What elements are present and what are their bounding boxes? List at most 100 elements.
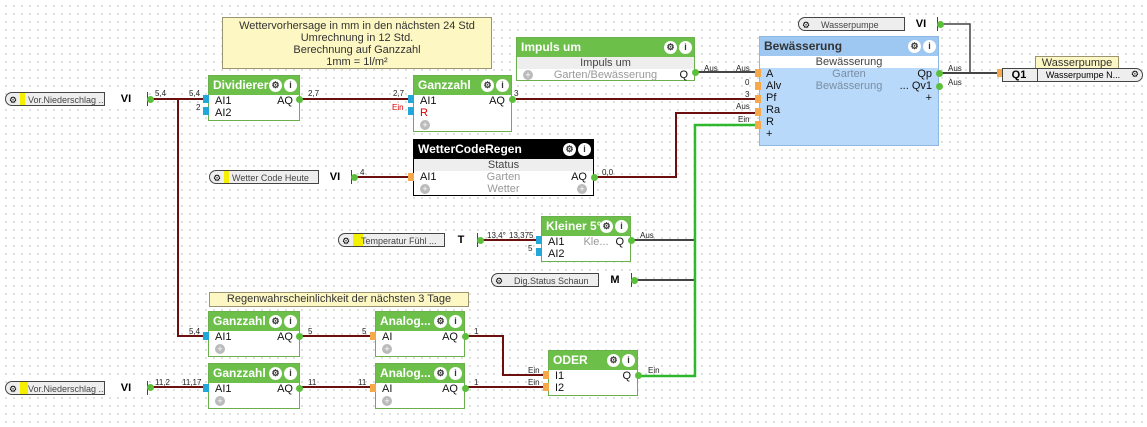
gear-icon[interactable]: ⚙ bbox=[600, 220, 613, 233]
gear-icon[interactable]: ⚙ bbox=[434, 367, 447, 380]
gear-icon[interactable]: ⚙ bbox=[269, 79, 282, 92]
input-pin[interactable] bbox=[755, 121, 761, 129]
output-pin[interactable] bbox=[351, 174, 358, 181]
info-icon[interactable]: i bbox=[578, 143, 591, 156]
gear-icon[interactable]: ⚙ bbox=[495, 276, 504, 286]
input-wettercode[interactable]: ⚙ Wetter Code Heute VI bbox=[209, 170, 352, 184]
gear-icon[interactable]: ⚙ bbox=[664, 41, 677, 54]
output-pin[interactable] bbox=[635, 372, 642, 379]
output-pin[interactable] bbox=[591, 174, 598, 181]
output-tag: Wasserpumpe bbox=[1035, 56, 1119, 69]
add-input-icon[interactable]: + bbox=[420, 184, 430, 194]
block-impuls-um[interactable]: Impuls um⚙i Impuls um +Garten/Bewässerun… bbox=[516, 37, 695, 81]
output-pin[interactable] bbox=[628, 237, 635, 244]
input-pin[interactable] bbox=[203, 107, 209, 115]
input-pin[interactable] bbox=[408, 107, 414, 115]
add-input-icon[interactable]: + bbox=[766, 128, 773, 140]
info-icon[interactable]: i bbox=[449, 367, 462, 380]
input-pin[interactable] bbox=[755, 95, 761, 103]
gear-icon[interactable]: ⚙ bbox=[269, 367, 282, 380]
gear-icon[interactable]: ⚙ bbox=[802, 20, 811, 30]
input-pin[interactable] bbox=[543, 383, 549, 391]
input-pin[interactable] bbox=[543, 371, 549, 379]
info-icon[interactable]: i bbox=[284, 79, 297, 92]
output-pin[interactable] bbox=[462, 385, 469, 392]
input-temperatur[interactable]: ⚙ Temperatur Fühl ... T bbox=[338, 233, 478, 247]
input-pin[interactable] bbox=[536, 236, 542, 244]
add-input-icon[interactable]: + bbox=[382, 396, 392, 406]
wire-value: 11 bbox=[358, 378, 367, 387]
output-pin[interactable] bbox=[936, 83, 943, 90]
gear-icon[interactable]: ⚙ bbox=[1130, 69, 1139, 79]
input-pin[interactable] bbox=[203, 384, 209, 392]
input-pin[interactable] bbox=[536, 248, 542, 256]
input-pin[interactable] bbox=[203, 95, 209, 103]
wire-value: Aus bbox=[736, 64, 750, 73]
gear-icon[interactable]: ⚙ bbox=[908, 40, 921, 53]
add-input-icon[interactable]: + bbox=[420, 120, 430, 130]
add-output-icon[interactable]: + bbox=[925, 92, 932, 104]
output-pin[interactable] bbox=[462, 333, 469, 340]
gear-icon[interactable]: ⚙ bbox=[269, 315, 282, 328]
info-icon[interactable]: i bbox=[679, 41, 692, 54]
output-pin[interactable] bbox=[936, 70, 943, 77]
info-icon[interactable]: i bbox=[622, 354, 635, 367]
gear-icon[interactable]: ⚙ bbox=[563, 143, 576, 156]
gear-icon[interactable]: ⚙ bbox=[9, 384, 18, 394]
input-niederschlag-2[interactable]: ⚙ Vor.Niederschlag ... VI bbox=[5, 381, 148, 395]
output-pin[interactable] bbox=[509, 96, 516, 103]
input-pin[interactable] bbox=[408, 173, 414, 181]
output-pin[interactable] bbox=[147, 96, 154, 103]
info-icon[interactable]: i bbox=[923, 40, 936, 53]
add-input-icon[interactable]: + bbox=[382, 344, 392, 354]
gear-icon[interactable]: ⚙ bbox=[481, 79, 494, 92]
output-pin[interactable] bbox=[296, 96, 303, 103]
gear-icon[interactable]: ⚙ bbox=[434, 315, 447, 328]
info-icon[interactable]: i bbox=[284, 315, 297, 328]
add-input-icon[interactable]: + bbox=[215, 344, 225, 354]
output-pin[interactable] bbox=[937, 21, 944, 28]
output-pin[interactable] bbox=[147, 384, 154, 391]
pin-label: AQ bbox=[442, 383, 458, 395]
input-pin[interactable] bbox=[997, 69, 1003, 77]
output-pin[interactable] bbox=[692, 69, 699, 76]
output-pin[interactable] bbox=[477, 237, 484, 244]
input-pin[interactable] bbox=[370, 384, 376, 392]
info-icon[interactable]: i bbox=[449, 315, 462, 328]
info-icon[interactable]: i bbox=[496, 79, 509, 92]
gear-icon[interactable]: ⚙ bbox=[607, 354, 620, 367]
input-pin[interactable] bbox=[203, 332, 209, 340]
info-icon[interactable]: i bbox=[284, 367, 297, 380]
add-input-icon[interactable]: + bbox=[215, 396, 225, 406]
gear-icon[interactable]: ⚙ bbox=[9, 95, 18, 105]
add-output-icon[interactable]: + bbox=[577, 184, 587, 194]
input-pin[interactable] bbox=[755, 108, 761, 116]
output-pin[interactable] bbox=[631, 277, 638, 284]
input-pin[interactable] bbox=[370, 332, 376, 340]
input-wasserpumpe[interactable]: ⚙ Wasserpumpe VI bbox=[798, 17, 938, 31]
input-digstatus[interactable]: ⚙ Dig.Status Schaun M bbox=[491, 273, 632, 287]
color-marker bbox=[353, 234, 363, 246]
info-icon[interactable]: i bbox=[615, 220, 628, 233]
output-pin[interactable] bbox=[296, 385, 303, 392]
input-pin[interactable] bbox=[408, 95, 414, 103]
gear-icon[interactable]: ⚙ bbox=[213, 173, 222, 183]
gear-icon[interactable]: ⚙ bbox=[342, 236, 351, 246]
add-input-icon[interactable]: + bbox=[523, 70, 533, 80]
input-niederschlag-1[interactable]: ⚙ Vor.Niederschlag ... VI bbox=[5, 92, 148, 106]
input-pin[interactable] bbox=[755, 69, 761, 77]
output-pin[interactable] bbox=[296, 333, 303, 340]
input-pin[interactable] bbox=[755, 82, 761, 90]
output-q1[interactable]: Q1 Wasserpumpe N... ⚙ bbox=[1002, 68, 1143, 82]
